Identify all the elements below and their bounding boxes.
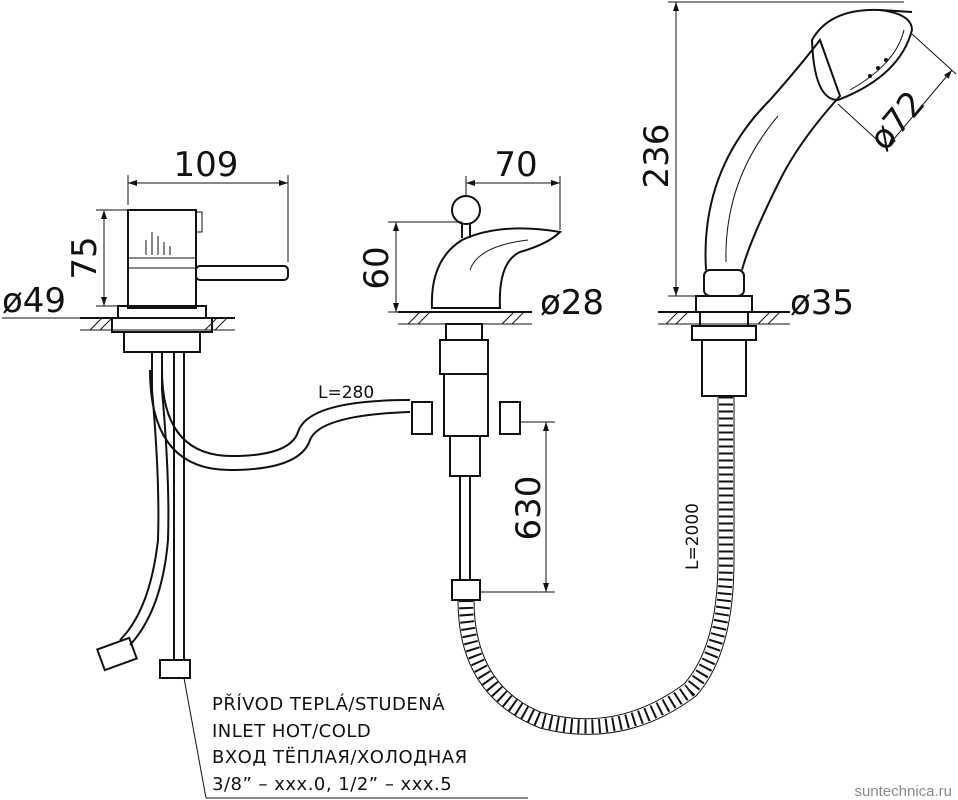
- dim-spout-diameter: ø28: [540, 283, 604, 323]
- dim-drop-length: 630: [509, 476, 549, 541]
- note-line-cz: PŘÍVOD TEPLÁ/STUDENÁ: [212, 693, 445, 715]
- mixer-body: 109 75 ø49: [2, 145, 289, 353]
- dim-mixer-height: 75: [65, 236, 105, 279]
- dim-spout-height: 60: [357, 246, 397, 289]
- inlet-note: PŘÍVOD TEPLÁ/STUDENÁ INLET HOT/COLD ВХОД…: [183, 677, 528, 799]
- shower-hose: L=2000: [457, 396, 735, 735]
- watermark: suntechnica.ru: [854, 783, 952, 800]
- countertop-hatch-left: [89, 317, 228, 331]
- note-line-sizes: 3/8” – xxx.0, 1/2” – xxx.5: [212, 774, 452, 795]
- dim-shower-head-diameter: ø72: [862, 84, 934, 159]
- note-line-ru: ВХОД ТЁПЛАЯ/ХОЛОДНАЯ: [212, 747, 468, 768]
- dim-spout-width: 70: [494, 145, 537, 185]
- dim-hose-length: L=2000: [683, 503, 703, 570]
- dim-mixer-width: 109: [174, 145, 239, 185]
- spout: 70 60 ø28 630: [357, 145, 604, 601]
- hand-shower: 236 ø72 ø35: [637, 1, 957, 397]
- dim-shower-height: 236: [637, 124, 677, 189]
- dim-connector-length: L=280: [318, 383, 374, 403]
- note-line-en: INLET HOT/COLD: [212, 721, 371, 742]
- dim-shower-holder-diameter: ø35: [790, 283, 854, 323]
- supply-hoses: L=280: [95, 352, 411, 679]
- dim-mixer-diameter: ø49: [2, 281, 66, 321]
